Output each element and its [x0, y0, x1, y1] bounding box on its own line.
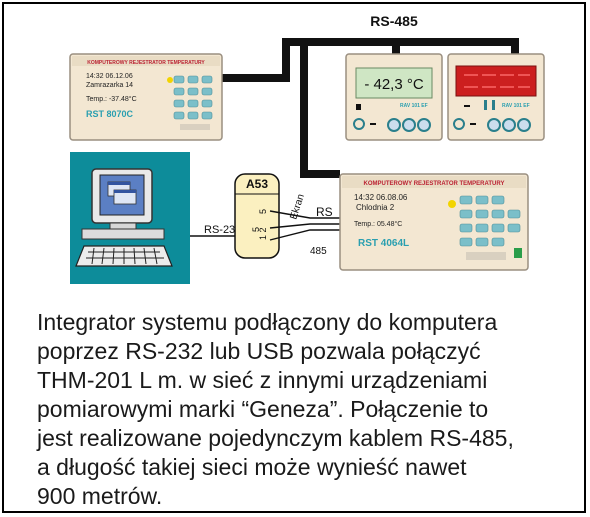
recorder-bottom-time: 14:32 06.08.06 — [354, 193, 408, 202]
caption-line: THM-201 L m. w sieć z innymi urządzeniam… — [37, 367, 488, 393]
recorder-left: KOMPUTEROWY REJESTRATOR TEMPERATURY 14:3… — [69, 53, 223, 141]
recorder-left-temp: Temp.: -37.48°C — [86, 95, 137, 103]
caption-line: Integrator systemu podłączony do kompute… — [37, 309, 498, 335]
adapter-pin-5: 5 — [258, 209, 268, 214]
adapter-pin-12: 1 2 — [258, 227, 268, 240]
recorder-left-location: Zamrazarka 14 — [86, 82, 133, 89]
rs-485-label: 485 — [310, 246, 327, 257]
recorder-left-keypad — [173, 75, 213, 120]
meter-green: - 42,3 °C RAV 101 EF — [345, 53, 443, 141]
caption-line: pomiarowymi marki “Geneza”. Połączenie t… — [37, 396, 489, 422]
adapter-label: A53 — [246, 177, 268, 191]
computer — [70, 152, 190, 284]
rs232-label: RS-232 — [204, 224, 241, 236]
caption-line: poprzez RS-232 lub USB pozwala połączyć — [37, 338, 481, 364]
recorder-left-model: RST 8070C — [86, 109, 134, 119]
rs485-bus — [222, 38, 519, 178]
rs485-bus-label: RS-485 — [370, 13, 418, 29]
recorder-bottom-model: RST 4064L — [358, 238, 409, 249]
recorder-left-header: KOMPUTEROWY REJESTRATOR TEMPERATURY — [87, 60, 205, 66]
rs-label: RS — [316, 205, 333, 219]
network-diagram: RS-485 KOMPUTEROWY REJESTRATOR TEMPERATU… — [69, 13, 545, 284]
recorder-left-time: 14:32 06.12.06 — [86, 73, 133, 80]
caption-line: 900 metrów. — [37, 483, 163, 509]
meter-green-model: RAV 101 EF — [400, 103, 428, 109]
meter-red-model: RAV 101 EF — [502, 103, 530, 109]
recorder-bottom-header: KOMPUTEROWY REJESTRATOR TEMPERATURY — [363, 181, 504, 187]
recorder-bottom-keypad — [459, 195, 521, 247]
adapter-a53: A53 5 1 2 5 — [234, 173, 280, 259]
recorder-bottom: KOMPUTEROWY REJESTRATOR TEMPERATURY 14:3… — [339, 173, 529, 271]
meter-green-reading: - 42,3 °C — [364, 76, 424, 93]
caption-line: jest realizowane pojedynczym kablem RS-4… — [37, 425, 514, 451]
adapter-cables — [269, 210, 340, 241]
adapter-pin-5b: 5 — [251, 227, 261, 232]
recorder-bottom-temp: Temp.: 05.48°C — [354, 220, 402, 228]
meter-red: RAV 101 EF — [447, 53, 545, 141]
figure-frame: RS-485 KOMPUTEROWY REJESTRATOR TEMPERATU… — [2, 2, 586, 513]
caption-text: Integrator systemu podłączony do kompute… — [37, 308, 577, 511]
recorder-bottom-location: Chlodnia 2 — [356, 203, 395, 212]
caption-line: a długość takiej sieci może wynieść nawe… — [37, 454, 467, 480]
